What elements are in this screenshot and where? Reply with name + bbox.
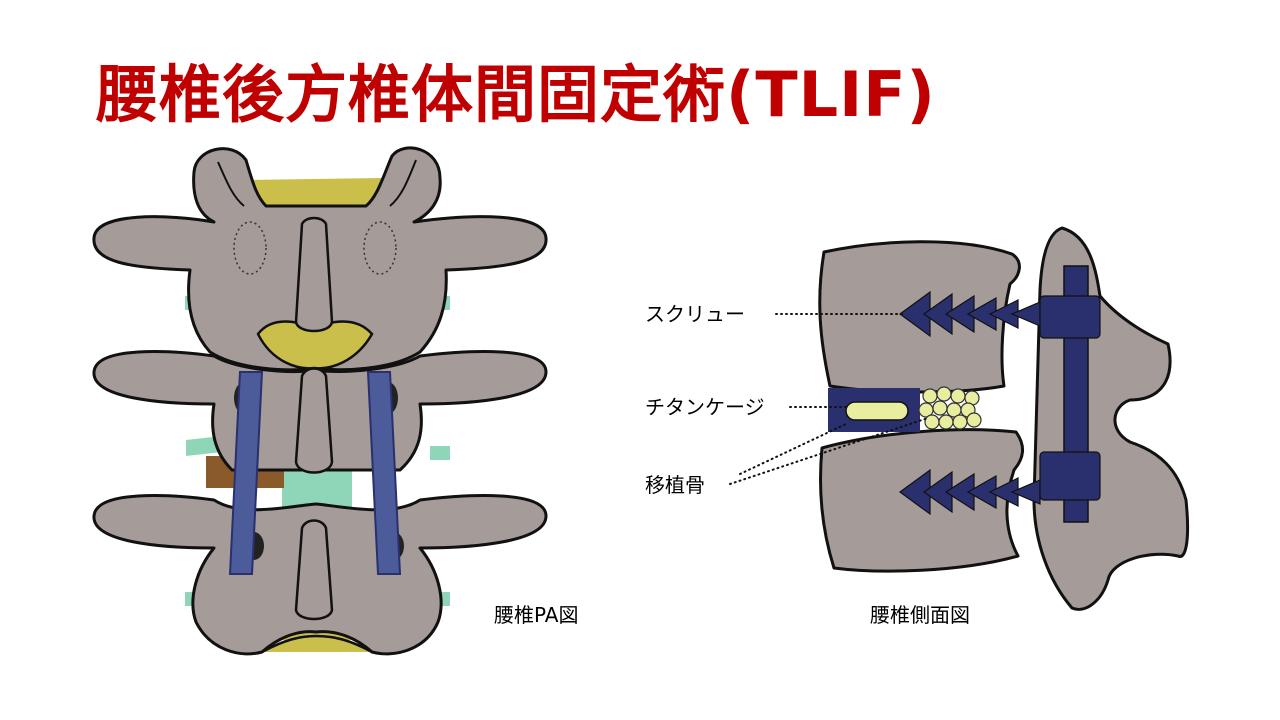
lateral-view-diagram: スクリュー チタンケージ 移植骨 腰椎側面図 [645,226,1190,627]
spinous-process-middle [294,367,334,474]
graft-leader-2 [739,423,847,475]
rod-right [366,371,402,575]
cage-window [845,401,909,421]
page-title: 腰椎後方椎体間固定術(TLIF) [96,58,936,131]
posterior-elements [1032,226,1190,611]
pedicle-screw-upper [898,290,1101,339]
bone-graft-granules [918,386,982,430]
spinous-process-upper [294,216,334,333]
pedicle-screw-lower [898,451,1101,516]
graft-label: 移植骨 [645,473,705,497]
cage-label: チタンケージ [645,395,765,419]
screw-label: スクリュー [645,302,745,326]
lateral-view-label: 腰椎側面図 [870,603,970,627]
rod-left [228,371,264,575]
pa-view-label: 腰椎PA図 [494,603,578,627]
graft-leader-1 [729,417,929,485]
spinous-process-lower [294,519,334,621]
nerve-root-right [430,446,450,460]
pa-view-diagram: 腰椎PA図 [92,146,578,656]
